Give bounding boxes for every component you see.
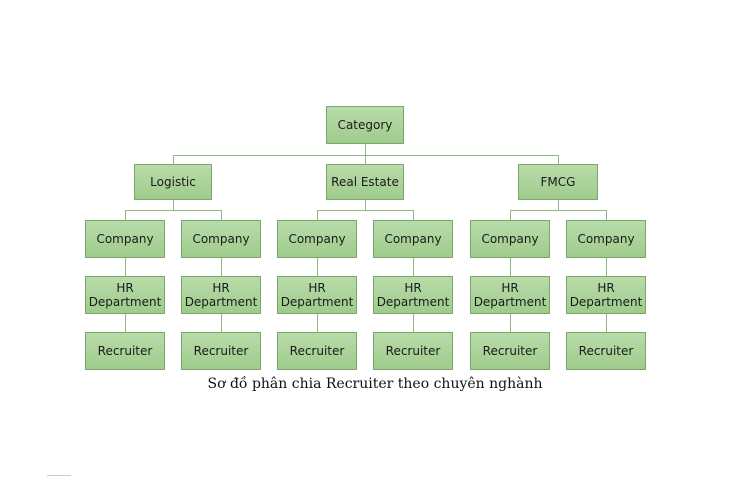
category-1-bar xyxy=(317,210,414,211)
hr-recruiter-connector xyxy=(413,314,414,332)
category-2-connector xyxy=(558,200,559,210)
company-node: Company xyxy=(85,220,165,258)
company-hr-connector xyxy=(221,258,222,276)
category-drop-2 xyxy=(558,155,559,164)
category-2-drop-1 xyxy=(606,210,607,220)
company-hr-connector xyxy=(413,258,414,276)
company-hr-connector xyxy=(317,258,318,276)
hr-department-node: HR Department xyxy=(85,276,165,314)
category-0-drop-0 xyxy=(125,210,126,220)
recruiter-node: Recruiter xyxy=(277,332,357,370)
recruiter-node: Recruiter xyxy=(85,332,165,370)
category-node: FMCG xyxy=(518,164,598,200)
company-node: Company xyxy=(181,220,261,258)
hr-department-node: HR Department xyxy=(470,276,550,314)
recruiter-node: Recruiter xyxy=(470,332,550,370)
hr-department-node: HR Department xyxy=(373,276,453,314)
category-1-drop-0 xyxy=(317,210,318,220)
category-drop-0 xyxy=(173,155,174,164)
category-2-drop-0 xyxy=(510,210,511,220)
category-2-bar xyxy=(510,210,607,211)
company-node: Company xyxy=(277,220,357,258)
corner-mark xyxy=(47,475,71,476)
hr-department-node: HR Department xyxy=(566,276,646,314)
root-node: Category xyxy=(326,106,404,144)
category-0-bar xyxy=(125,210,222,211)
category-drop-1 xyxy=(365,155,366,164)
hr-recruiter-connector xyxy=(221,314,222,332)
hr-department-node: HR Department xyxy=(277,276,357,314)
category-node: Real Estate xyxy=(326,164,404,200)
hr-recruiter-connector xyxy=(125,314,126,332)
category-bar xyxy=(173,155,559,156)
hr-department-node: HR Department xyxy=(181,276,261,314)
company-hr-connector xyxy=(125,258,126,276)
category-0-drop-1 xyxy=(221,210,222,220)
category-1-drop-1 xyxy=(413,210,414,220)
category-1-connector xyxy=(365,200,366,210)
recruiter-node: Recruiter xyxy=(566,332,646,370)
company-hr-connector xyxy=(510,258,511,276)
hr-recruiter-connector xyxy=(317,314,318,332)
company-node: Company xyxy=(470,220,550,258)
company-node: Company xyxy=(373,220,453,258)
hr-recruiter-connector xyxy=(510,314,511,332)
category-node: Logistic xyxy=(134,164,212,200)
diagram-caption: Sơ đồ phân chia Recruiter theo chuyên ng… xyxy=(207,376,543,392)
category-0-connector xyxy=(173,200,174,210)
recruiter-node: Recruiter xyxy=(373,332,453,370)
company-hr-connector xyxy=(606,258,607,276)
recruiter-node: Recruiter xyxy=(181,332,261,370)
hr-recruiter-connector xyxy=(606,314,607,332)
root-connector xyxy=(365,144,366,155)
company-node: Company xyxy=(566,220,646,258)
